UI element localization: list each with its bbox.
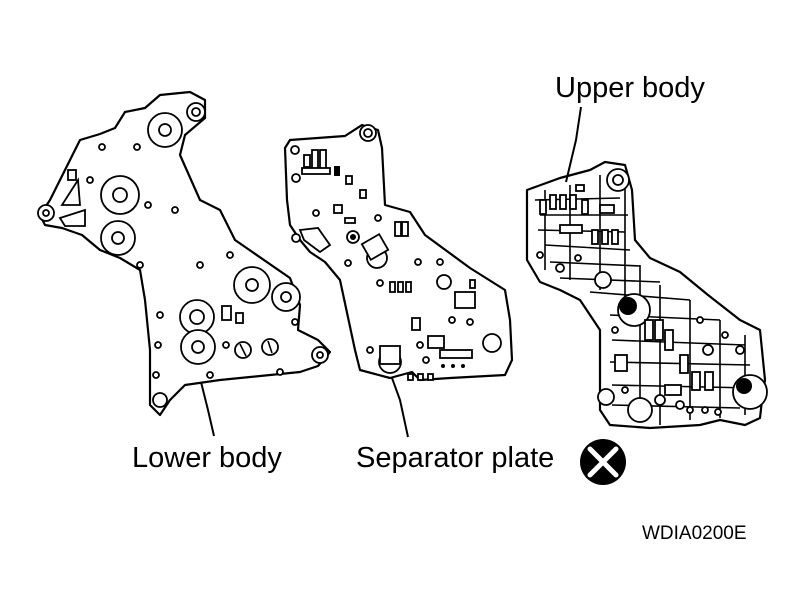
upper-body-label: Upper body [555, 72, 705, 104]
lower-body-label: Lower body [132, 442, 282, 474]
figure-code: WDIA0200E [642, 523, 747, 544]
upper-body-leader [565, 106, 582, 183]
separator-plate-label: Separator plate [356, 442, 554, 474]
upper-body-plate [525, 160, 768, 430]
separator-plate [283, 123, 514, 382]
lower-body-plate [37, 90, 332, 417]
x-circle-icon [580, 439, 626, 485]
lower-body-leader [200, 381, 215, 437]
separator-plate-leader [391, 377, 409, 438]
